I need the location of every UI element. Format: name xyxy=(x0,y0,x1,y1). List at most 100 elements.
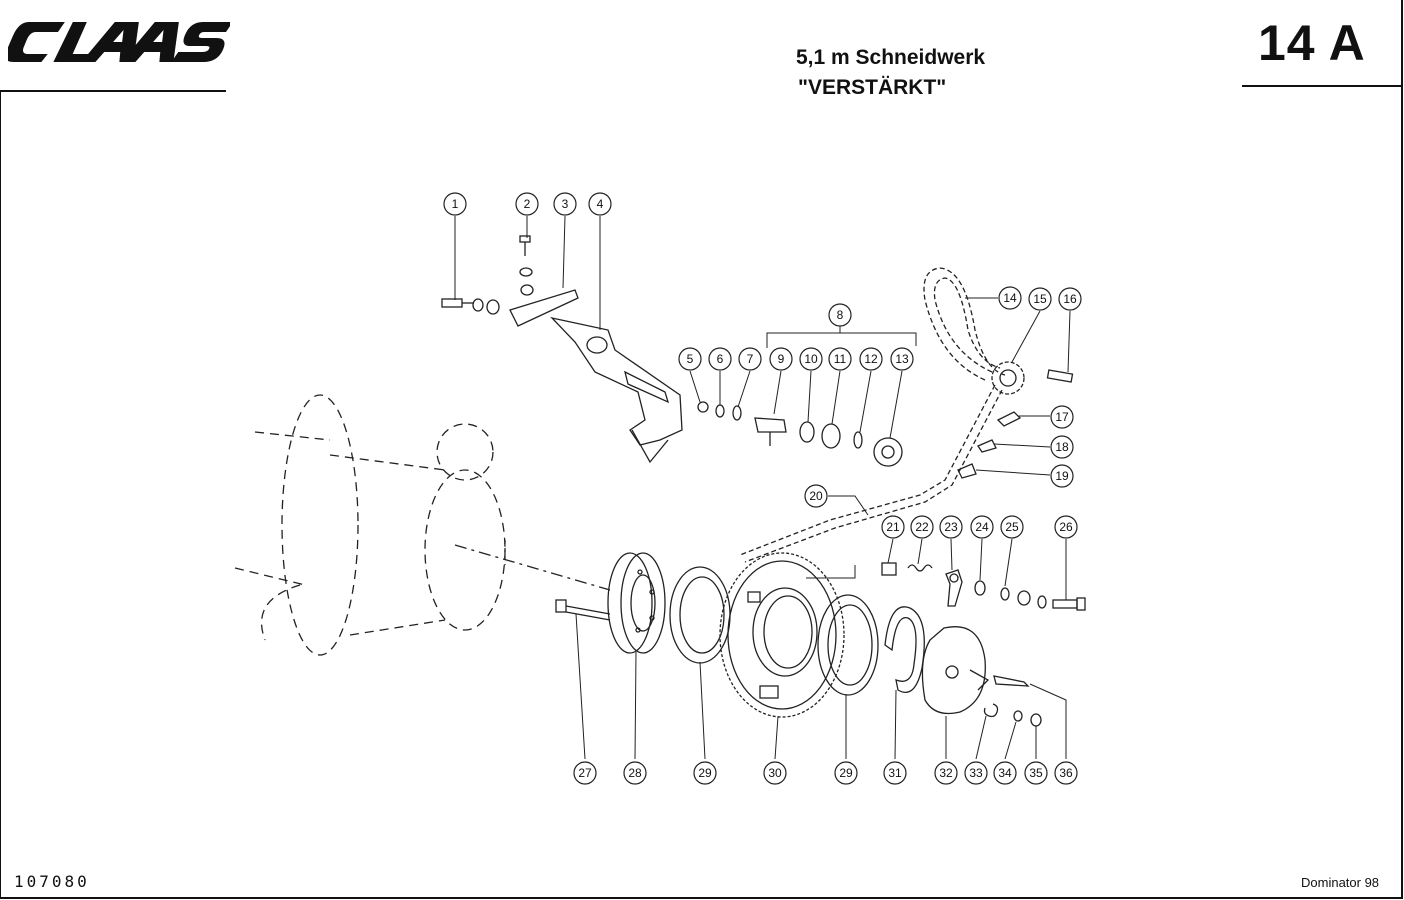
drawing-title: 5,1 m Schneidwerk xyxy=(796,46,986,69)
callout-25 xyxy=(1000,515,1024,539)
spring-17 xyxy=(996,411,1022,427)
callout-label: 34 xyxy=(998,766,1012,780)
callout-label: 11 xyxy=(834,352,847,366)
callout-27 xyxy=(573,761,597,785)
callout-label: 6 xyxy=(717,352,724,366)
callout-16 xyxy=(1058,287,1082,311)
callout-label: 16 xyxy=(1063,292,1077,306)
callout-8 xyxy=(828,303,852,327)
bolt-36 xyxy=(993,675,1030,687)
callout-32 xyxy=(934,761,958,785)
callout-label: 3 xyxy=(562,197,569,211)
spring-ring-31 xyxy=(884,606,925,694)
document-number: 107080 xyxy=(14,872,90,891)
callout-3 xyxy=(553,192,577,216)
callout-label: 2 xyxy=(524,197,531,211)
callout-26 xyxy=(1054,515,1078,539)
callout-label: 33 xyxy=(969,766,983,780)
callout-30 xyxy=(763,761,787,785)
callout-label: 30 xyxy=(768,766,782,780)
callout-2 xyxy=(515,192,539,216)
callout-label: 28 xyxy=(628,766,642,780)
callout-label: 32 xyxy=(939,766,953,780)
callout-9 xyxy=(769,347,793,371)
drum-outline xyxy=(234,394,506,656)
screw-2 xyxy=(519,235,534,296)
callout-5 xyxy=(678,347,702,371)
shaft-axis-line xyxy=(454,544,611,591)
callout-19 xyxy=(1050,464,1074,488)
friction-disc-29-right xyxy=(817,594,879,696)
callout-13 xyxy=(890,347,914,371)
callout-label: 4 xyxy=(597,197,604,211)
bracket-plate xyxy=(509,289,683,464)
callout-label: 10 xyxy=(804,352,818,366)
callout-label: 21 xyxy=(886,520,900,534)
callout-label: 25 xyxy=(1005,520,1019,534)
pin-16 xyxy=(1046,369,1074,383)
callout-6 xyxy=(708,347,732,371)
callout-36 xyxy=(1054,761,1078,785)
callout-label: 36 xyxy=(1059,766,1073,780)
page-number: 14 A xyxy=(1258,15,1366,71)
callout-35 xyxy=(1024,761,1048,785)
callout-label: 27 xyxy=(578,766,592,780)
callout-24 xyxy=(970,515,994,539)
drawing-subtitle: "VERSTÄRKT" xyxy=(798,76,947,99)
callout-label: 31 xyxy=(888,766,902,780)
claas-logo xyxy=(8,22,230,62)
callout-22 xyxy=(910,515,934,539)
callout-23 xyxy=(939,515,963,539)
callout-label: 13 xyxy=(895,352,909,366)
callout-label: 1 xyxy=(452,197,459,211)
hub-28 xyxy=(607,552,666,654)
callout-label: 5 xyxy=(687,352,694,366)
callout-14 xyxy=(998,286,1022,310)
callout-28 xyxy=(623,761,647,785)
callout-label: 24 xyxy=(975,520,989,534)
callout-label: 7 xyxy=(747,352,754,366)
link-18 xyxy=(977,439,997,453)
callout-label: 14 xyxy=(1003,291,1017,305)
callout-17 xyxy=(1050,405,1074,429)
callout-34 xyxy=(993,761,1017,785)
leader-lines xyxy=(454,215,1071,760)
callout-label: 17 xyxy=(1055,410,1069,424)
callout-11 xyxy=(828,347,852,371)
tensioner-21-26 xyxy=(881,562,1086,611)
callout-label: 22 xyxy=(915,520,929,534)
spring-33 xyxy=(983,703,999,718)
callout-label: 29 xyxy=(698,766,712,780)
callout-label: 15 xyxy=(1033,292,1047,306)
callout-18 xyxy=(1050,435,1074,459)
callout-label: 23 xyxy=(944,520,958,534)
callout-label: 35 xyxy=(1029,766,1043,780)
model-label: Dominator 98 xyxy=(1301,875,1380,890)
bolt-27 xyxy=(555,599,611,621)
callout-15 xyxy=(1028,287,1052,311)
callout-label: 26 xyxy=(1059,520,1073,534)
callout-29b xyxy=(834,761,858,785)
friction-disc-29 xyxy=(669,566,731,664)
sprocket-15 xyxy=(991,361,1025,395)
callout-label: 29 xyxy=(839,766,853,780)
callout-21 xyxy=(881,515,905,539)
callout-7 xyxy=(738,347,762,371)
callout-12 xyxy=(859,347,883,371)
nut-35 xyxy=(1030,713,1042,727)
clip-19 xyxy=(957,463,977,479)
callout-label: 9 xyxy=(778,352,785,366)
callout-label: 19 xyxy=(1055,469,1069,483)
shaft-assembly-9-13 xyxy=(697,401,903,467)
bolt-1 xyxy=(441,298,500,315)
callout-31 xyxy=(883,761,907,785)
washer-34 xyxy=(1013,710,1023,722)
callout-10 xyxy=(799,347,823,371)
callout-1 xyxy=(443,192,467,216)
callout-label: 12 xyxy=(864,352,878,366)
callout-33 xyxy=(964,761,988,785)
callout-4 xyxy=(588,192,612,216)
plate-32 xyxy=(921,626,990,715)
